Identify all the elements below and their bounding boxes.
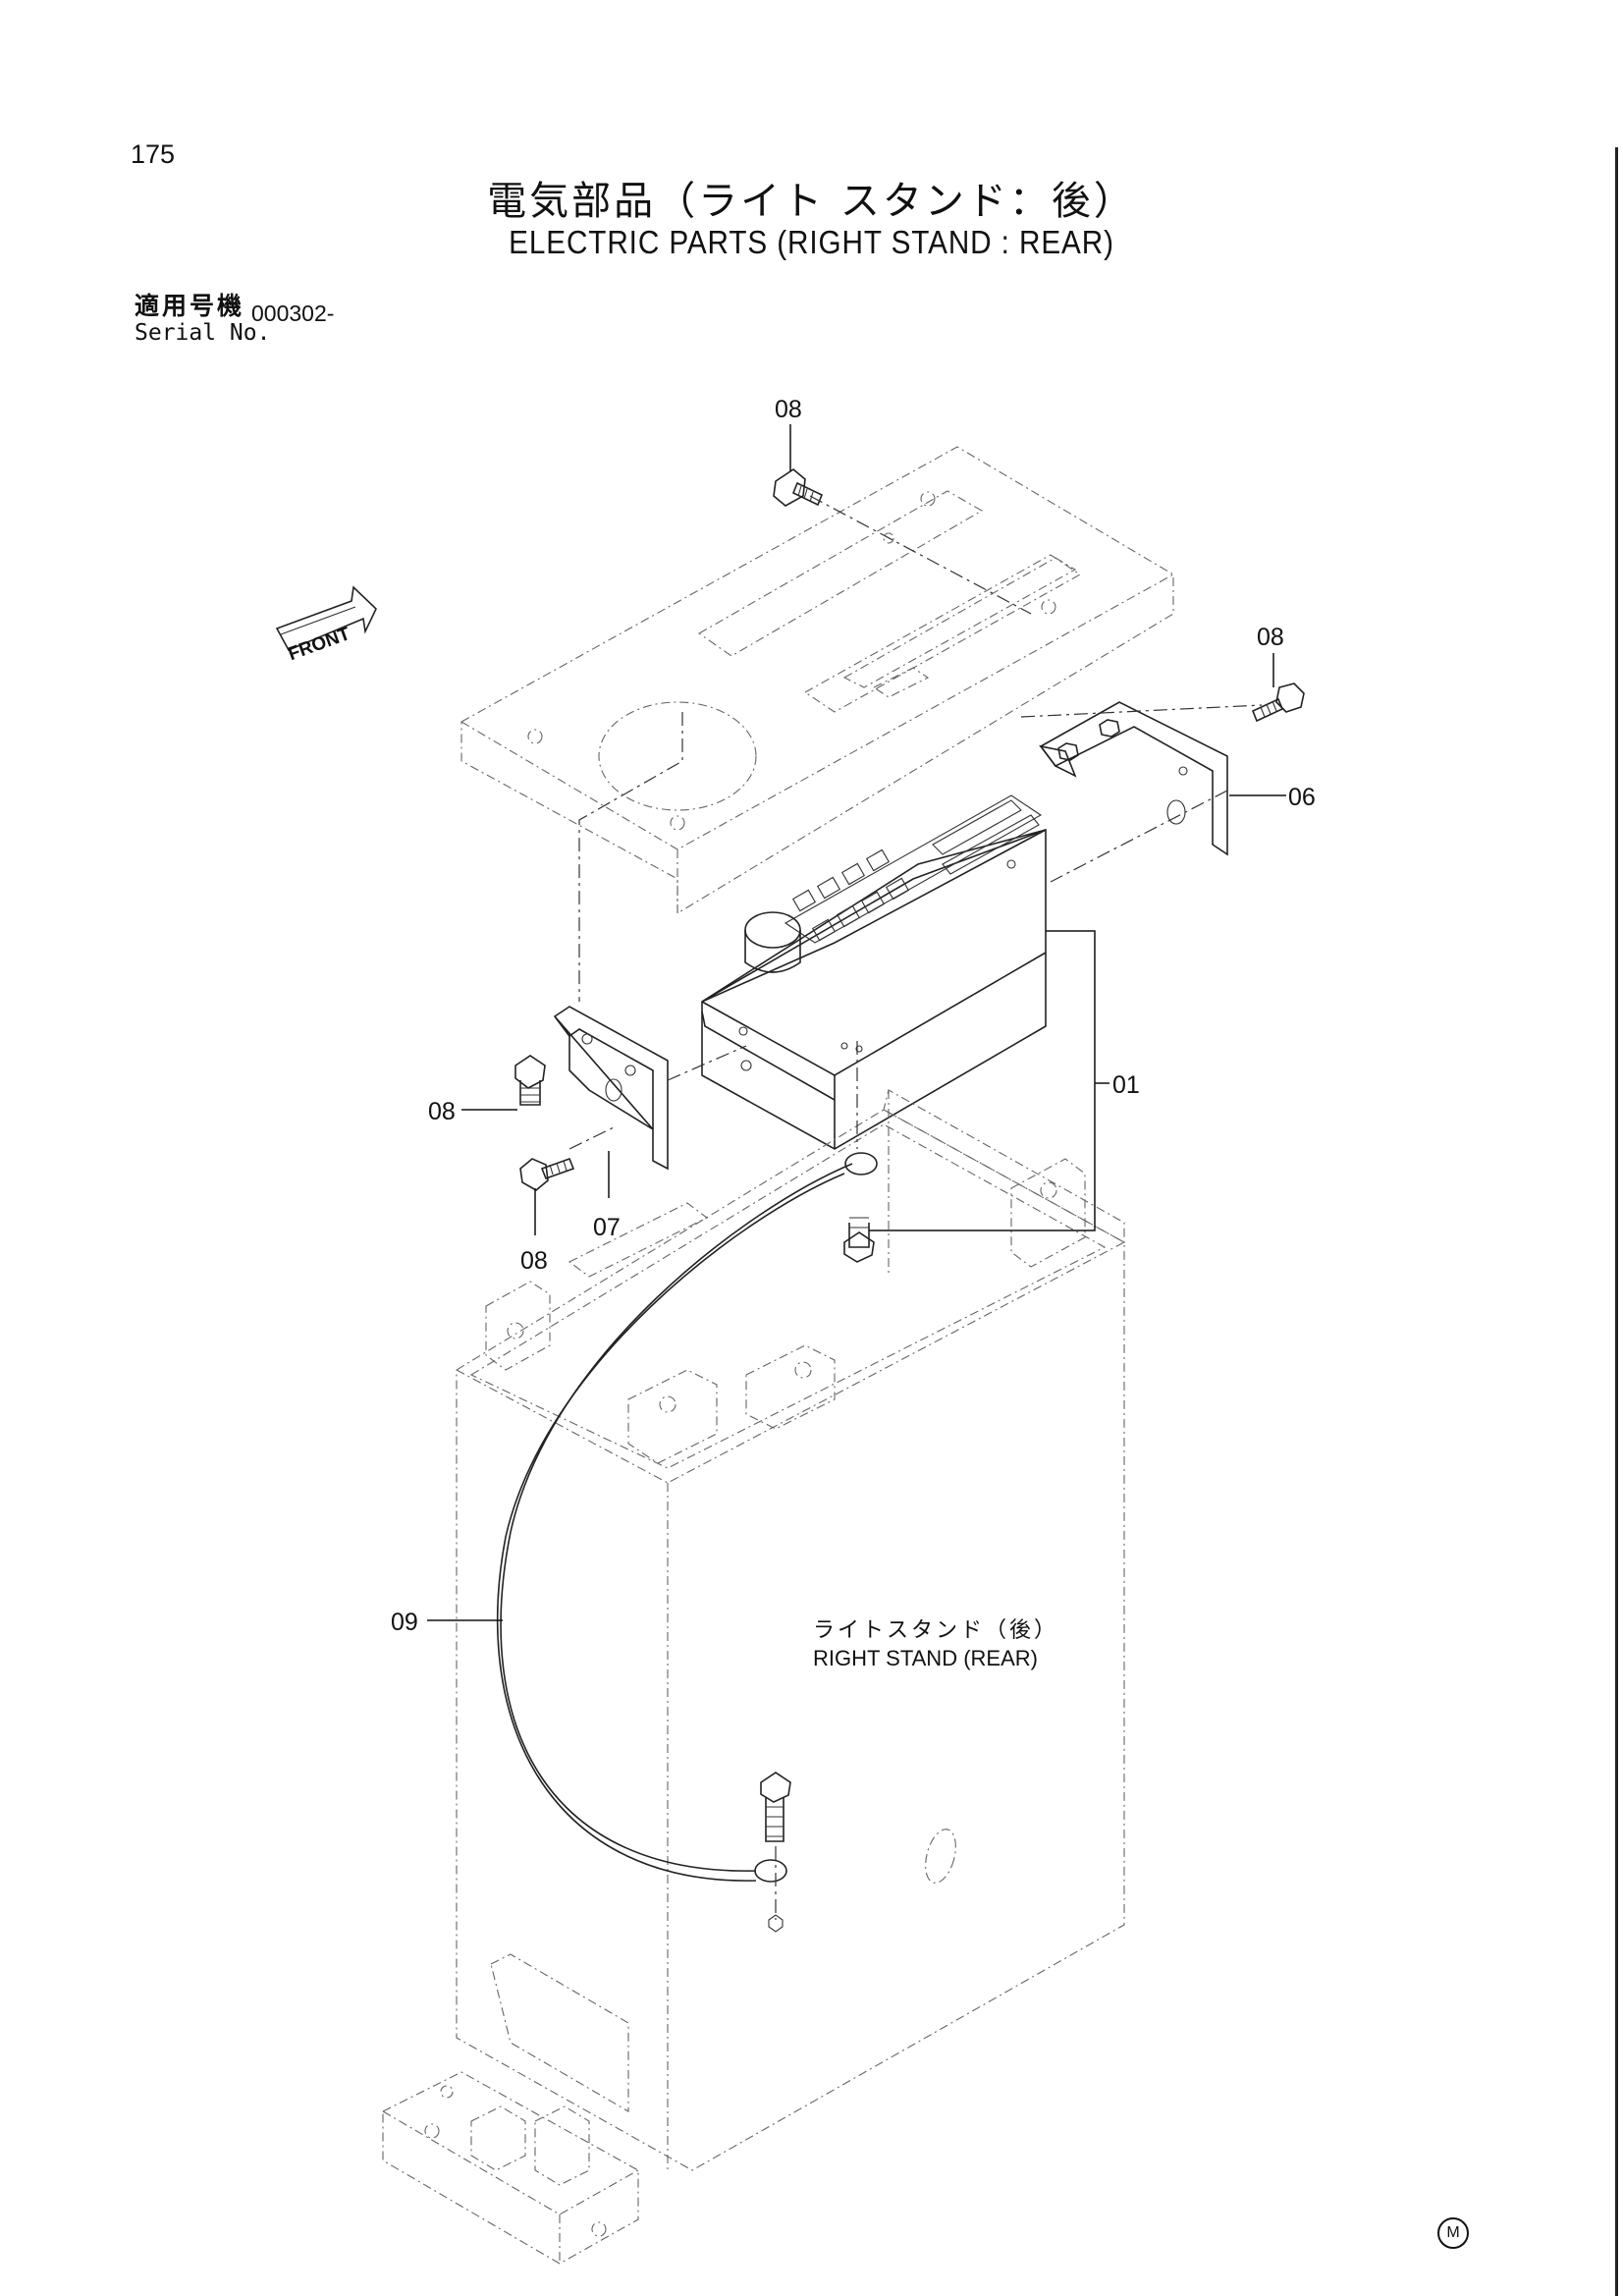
controller-unit [701,794,1047,1150]
callout-09: 09 [391,1609,418,1636]
right-stand-housing [382,1089,1125,2265]
bolt-08-right [1251,683,1305,723]
serial-number-value: 000302- [251,301,335,326]
page-title-english: ELECTRIC PARTS (RIGHT STAND : REAR) [509,224,1114,260]
front-arrow-label: FRONT [286,624,353,665]
bracket-06 [1039,701,1228,856]
page-edge-rule [1615,147,1618,2296]
callout-01: 01 [1112,1071,1140,1099]
stand-label-english: RIGHT STAND (REAR) [813,1646,1038,1670]
callout-labels: 08 08 06 01 08 07 08 09 [391,396,1316,1636]
top-cover-plate [460,446,1174,914]
bolt-08-top [773,468,824,507]
callout-06: 06 [1288,784,1316,811]
catalog-mark-icon: M [1437,2217,1469,2249]
serial-label-english: Serial No. [135,320,271,346]
bolt-ground-lower [760,1772,791,1842]
callout-08-left-lower: 08 [520,1247,548,1275]
stand-label-japanese: ライトスタンド（後） [813,1618,1059,1643]
bracket-07 [553,1006,669,1171]
page-title-japanese: 電気部品（ライト スタンド：後） [487,179,1136,224]
callout-08-left-upper: 08 [428,1098,456,1125]
ground-cable-09 [496,1152,878,1883]
assembly-centerlines [568,495,1263,1933]
front-arrow-icon: FRONT [275,585,377,665]
bolt-ground-upper [843,1217,875,1263]
leader-lines [427,424,1286,1621]
bolt-08-left-upper [514,1055,546,1106]
page-number: 175 [131,139,176,169]
callout-07: 07 [593,1214,621,1241]
callout-08-top: 08 [775,396,802,423]
callout-08-right: 08 [1257,624,1284,651]
bolt-08-left-lower [519,1157,575,1191]
serial-label-japanese: 適用号機 [135,292,245,320]
